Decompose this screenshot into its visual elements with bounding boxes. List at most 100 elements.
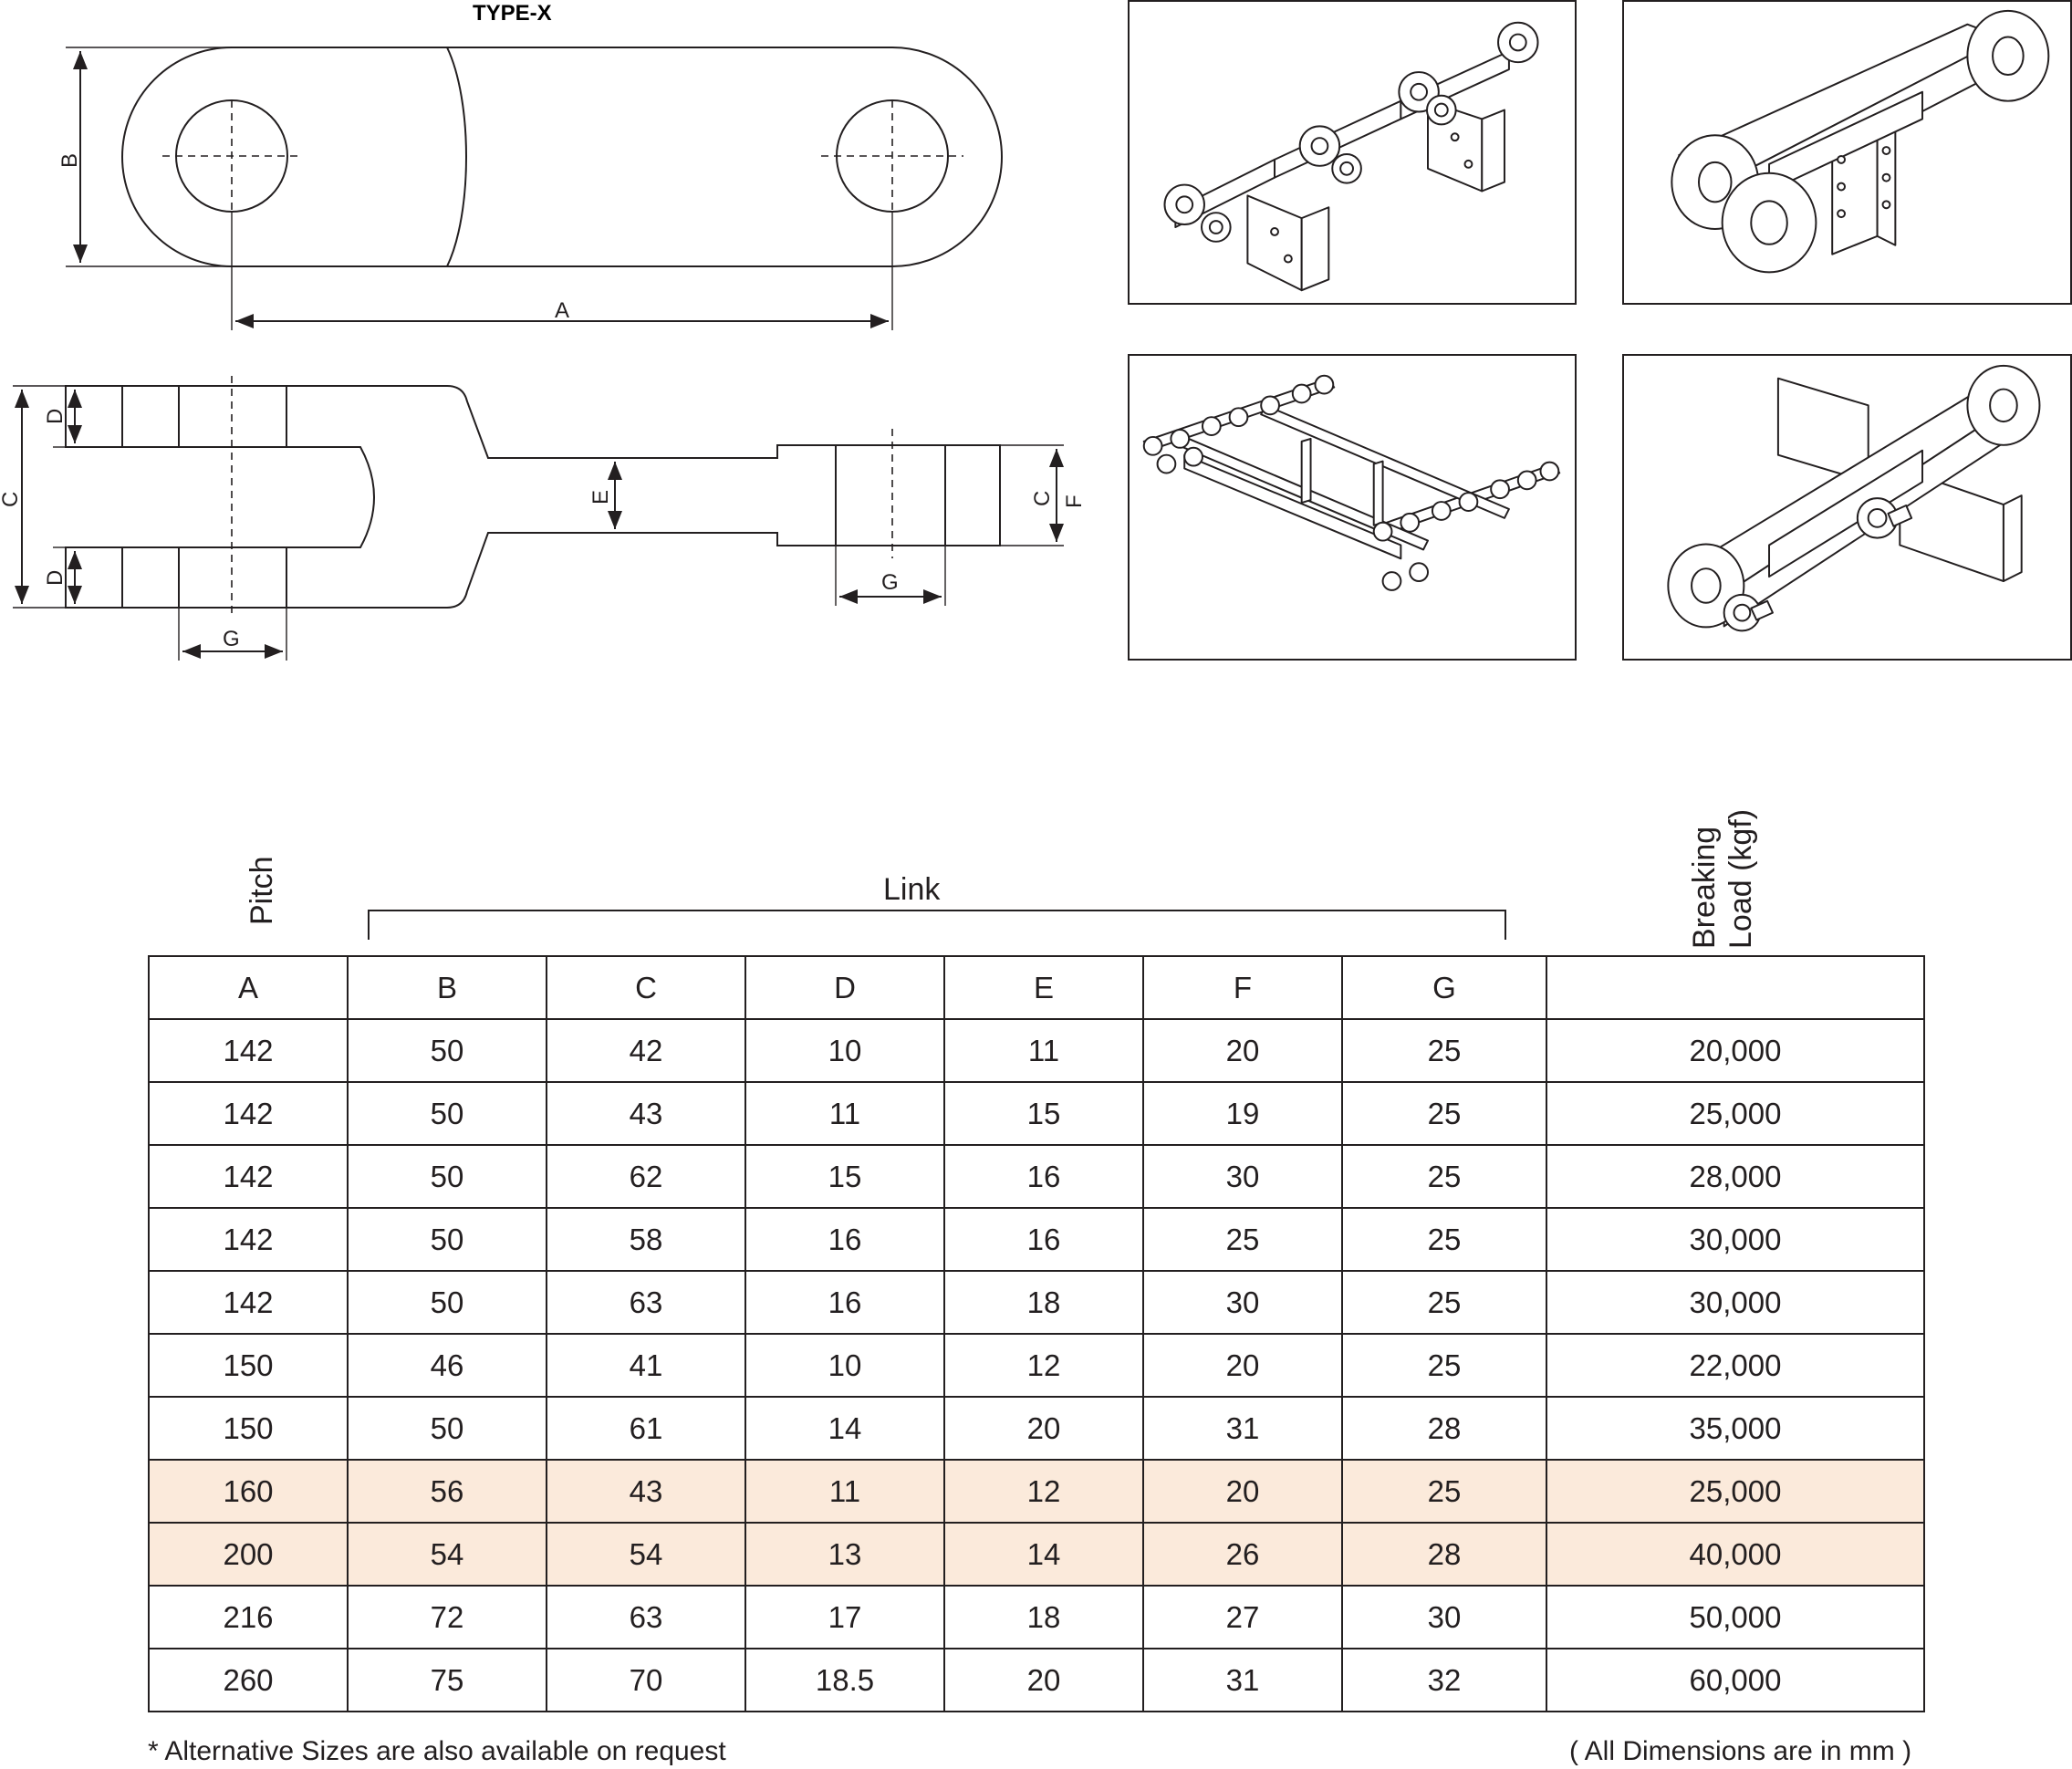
cell-c: 63 [546, 1585, 746, 1649]
cell-a: 142 [148, 1144, 349, 1209]
cell-breaking-load: 40,000 [1546, 1522, 1925, 1587]
forged-link-closeup-photo [1622, 0, 2072, 305]
cell-e: 12 [943, 1459, 1144, 1524]
dim-label-a: A [555, 298, 569, 323]
cell-g: 28 [1341, 1522, 1547, 1587]
dim-label-e: E [588, 490, 613, 505]
cell-d: 14 [744, 1396, 945, 1461]
cell-f: 20 [1142, 1018, 1343, 1083]
cell-f: 27 [1142, 1585, 1343, 1649]
cell-b: 50 [347, 1396, 547, 1461]
link-side-view [13, 376, 1064, 661]
cell-c: 41 [546, 1333, 746, 1398]
cell-g: 25 [1341, 1144, 1547, 1209]
cell-a: 142 [148, 1270, 349, 1335]
cell-c: 62 [546, 1144, 746, 1209]
col-header-d: D [744, 955, 945, 1020]
cell-e: 18 [943, 1270, 1144, 1335]
cell-c: 63 [546, 1270, 746, 1335]
cell-breaking-load: 50,000 [1546, 1585, 1925, 1649]
cell-d: 16 [744, 1270, 945, 1335]
col-header-g: G [1341, 955, 1547, 1020]
cell-g: 25 [1341, 1459, 1547, 1524]
cell-c: 42 [546, 1018, 746, 1083]
cell-e: 20 [943, 1396, 1144, 1461]
cell-d: 17 [744, 1585, 945, 1649]
dim-label-f: F [1062, 494, 1087, 508]
breaking-load-header: Breaking Load (kgf) [1686, 809, 1759, 949]
footer-note: * Alternative Sizes are also available o… [148, 1736, 726, 1766]
cell-breaking-load: 35,000 [1546, 1396, 1925, 1461]
twin-strand-scraper-chain-photo [1128, 354, 1577, 661]
chain-with-attachments-photo [1128, 0, 1577, 305]
cell-breaking-load: 25,000 [1546, 1459, 1925, 1524]
cell-breaking-load: 22,000 [1546, 1333, 1925, 1398]
cell-f: 19 [1142, 1081, 1343, 1146]
cell-g: 25 [1341, 1270, 1547, 1335]
cell-c: 43 [546, 1459, 746, 1524]
cell-breaking-load: 60,000 [1546, 1648, 1925, 1712]
col-header-b: B [347, 955, 547, 1020]
cell-e: 16 [943, 1207, 1144, 1272]
cell-d: 10 [744, 1333, 945, 1398]
cell-c: 58 [546, 1207, 746, 1272]
cell-a: 142 [148, 1207, 349, 1272]
cell-g: 32 [1341, 1648, 1547, 1712]
cell-d: 15 [744, 1144, 945, 1209]
cell-f: 30 [1142, 1144, 1343, 1209]
cell-g: 25 [1341, 1207, 1547, 1272]
units-note: ( All Dimensions are in mm ) [1569, 1736, 1912, 1766]
col-header-c: C [546, 955, 746, 1020]
cell-d: 13 [744, 1522, 945, 1587]
dim-label-c-left: C [0, 492, 23, 507]
cell-d: 11 [744, 1459, 945, 1524]
cell-g: 28 [1341, 1396, 1547, 1461]
col-header-e: E [943, 955, 1144, 1020]
cell-d: 10 [744, 1018, 945, 1083]
cell-b: 72 [347, 1585, 547, 1649]
dim-label-d-lower: D [43, 570, 68, 586]
cell-a: 216 [148, 1585, 349, 1649]
cell-breaking-load: 25,000 [1546, 1081, 1925, 1146]
cell-e: 16 [943, 1144, 1144, 1209]
cell-g: 30 [1341, 1585, 1547, 1649]
cell-g: 25 [1341, 1018, 1547, 1083]
dim-label-d-upper: D [43, 409, 68, 424]
cell-e: 11 [943, 1018, 1144, 1083]
cell-c: 54 [546, 1522, 746, 1587]
cell-b: 75 [347, 1648, 547, 1712]
cell-f: 31 [1142, 1396, 1343, 1461]
cell-b: 50 [347, 1207, 547, 1272]
link-top-view [66, 47, 1003, 330]
dim-label-g-right: G [881, 570, 899, 595]
cell-b: 50 [347, 1144, 547, 1209]
cell-c: 43 [546, 1081, 746, 1146]
col-header-a: A [148, 955, 349, 1020]
cell-f: 20 [1142, 1333, 1343, 1398]
cell-breaking-load: 20,000 [1546, 1018, 1925, 1083]
breaking-load-header-line2: Load (kgf) [1723, 808, 1758, 949]
breaking-load-header-line1: Breaking [1687, 826, 1722, 949]
cell-b: 50 [347, 1081, 547, 1146]
cell-f: 26 [1142, 1522, 1343, 1587]
cell-c: 70 [546, 1648, 746, 1712]
cell-b: 50 [347, 1018, 547, 1083]
cell-d: 11 [744, 1081, 945, 1146]
table-header-row: A B C D E F G [148, 955, 1925, 1020]
cell-breaking-load: 30,000 [1546, 1270, 1925, 1335]
cell-b: 56 [347, 1459, 547, 1524]
cell-a: 260 [148, 1648, 349, 1712]
cell-breaking-load: 28,000 [1546, 1144, 1925, 1209]
pitch-header: Pitch [245, 856, 279, 925]
cell-d: 18.5 [744, 1648, 945, 1712]
cell-breaking-load: 30,000 [1546, 1207, 1925, 1272]
cell-b: 46 [347, 1333, 547, 1398]
